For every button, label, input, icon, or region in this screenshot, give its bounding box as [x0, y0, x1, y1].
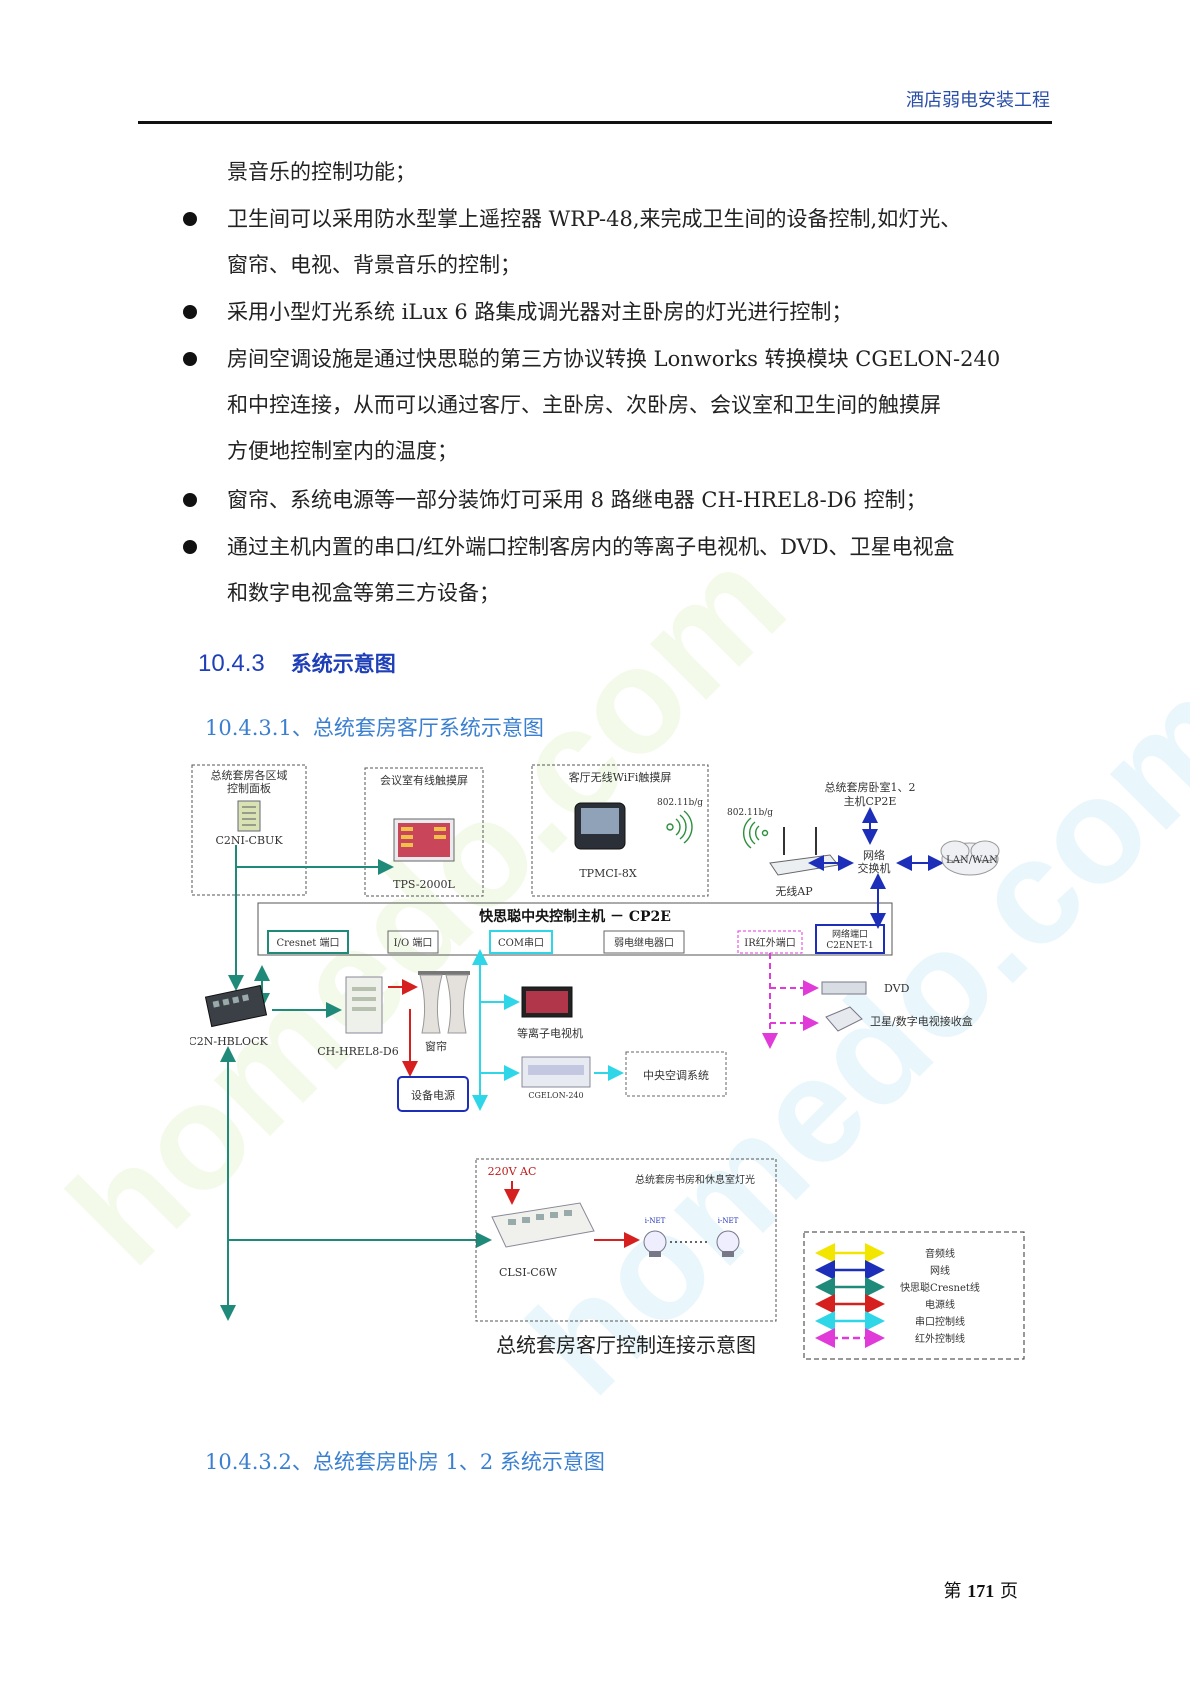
port-cresnet	[267, 930, 349, 954]
wifi-box-label: 客厅无线WiFi触摸屏	[569, 770, 672, 784]
main-host	[257, 902, 893, 956]
cloud-icon	[940, 840, 1000, 876]
port-cresnet-label: Cresnet 端口	[276, 936, 339, 949]
legend-label: 红外控制线	[915, 1332, 965, 1345]
port-io	[387, 930, 439, 954]
study-lights-box	[475, 1158, 777, 1322]
ap-waves-icon	[742, 817, 769, 849]
port-relay	[603, 930, 685, 954]
curtain-label: 窗帘	[425, 1039, 447, 1053]
light-bulb-icon	[643, 1230, 667, 1257]
dvd-icon	[821, 981, 867, 995]
meeting-box-label: 会议室有线触摸屏	[380, 773, 468, 787]
wifi-model: TPMCI-8X	[579, 867, 636, 880]
section-heading: 10.4.3 系统示意图	[198, 648, 396, 678]
lanwan-label: LAN/WAN	[946, 855, 998, 866]
legend-box	[803, 1231, 1025, 1360]
ac220-label: 220V AC	[488, 1165, 537, 1178]
body-line: 方便地控制室内的温度；	[227, 439, 458, 463]
port-com	[489, 930, 553, 954]
port-relay-label: 弱电继电器口	[614, 936, 674, 949]
body-line: 和中控连接，从而可以通过客厅、主卧房、次卧房、会议室和卫生间的触摸屏	[227, 393, 941, 417]
wireless-ap-icon	[769, 827, 839, 876]
panel-model: C2NI-CBUK	[215, 834, 283, 847]
header-title: 酒店弱电安装工程	[906, 90, 1050, 111]
body-line: 和数字电视盒等第三方设备；	[227, 581, 500, 605]
meeting-model: TPS-2000L	[393, 878, 455, 891]
section-title: 系统示意图	[290, 652, 396, 676]
port-ir-label: IR红外端口	[744, 936, 795, 949]
curtain-icon	[418, 971, 470, 1034]
body-line: 窗帘、电视、背景音乐的控制；	[227, 253, 521, 277]
main-host-label: 快思聪中央控制主机 － CP2E	[479, 908, 671, 925]
wifi-box	[531, 764, 709, 897]
ap-std: 802.11b/g	[727, 808, 773, 818]
system-diagram: 总统套房各区域控制面板 C2NI-CBUK 会议室有线触摸屏 TPS-2000L…	[190, 764, 1025, 1360]
legend-label: 电源线	[925, 1298, 955, 1311]
port-io-label: I/O 端口	[394, 936, 433, 949]
hblock-icon	[204, 984, 268, 1028]
ac-box	[625, 1051, 727, 1097]
bullet-icon	[183, 352, 197, 366]
bullet-icon	[183, 540, 197, 554]
legend-label: 网线	[930, 1264, 950, 1277]
dvd-label: DVD	[884, 982, 910, 995]
clsi-label: CLSI-C6W	[499, 1266, 558, 1279]
study-lights-label: 总统套房书房和休息室灯光	[635, 1173, 755, 1186]
panel-box-label: 总统套房各区域控制面板	[211, 768, 288, 795]
page-suffix: 页	[1000, 1581, 1018, 1602]
cgelon-label: CGELON-240	[528, 1091, 583, 1100]
power-box	[397, 1076, 469, 1112]
bullet-icon	[183, 305, 197, 319]
light-bulb-icon	[716, 1230, 740, 1257]
body-line: 房间空调设施是通过快思聪的第三方协议转换 Lonworks 转换模块 CGELO…	[227, 347, 1001, 371]
power-label: 设备电源	[411, 1088, 455, 1102]
page-number: 171	[967, 1581, 995, 1601]
wifi-waves-icon	[666, 810, 693, 844]
subsection-heading-1: 10.4.3.1、总统套房客厅系统示意图	[205, 716, 544, 740]
plasma-label: 等离子电视机	[517, 1026, 583, 1040]
body-line: 采用小型灯光系统 iLux 6 路集成调光器对主卧房的灯光进行控制；	[227, 300, 853, 324]
body-line: 通过主机内置的串口/红外端口控制客房内的等离子电视机、DVD、卫星电视盒	[227, 535, 955, 559]
panel-box	[191, 764, 307, 896]
ap-label: 无线AP	[775, 884, 813, 898]
header-rule	[138, 121, 1052, 124]
port-com-label: COM串口	[498, 937, 544, 949]
panel-icon	[237, 800, 261, 832]
bullet-icon	[183, 212, 197, 226]
legend-label: 音频线	[925, 1247, 955, 1260]
port-network	[815, 924, 885, 954]
inet-label-2: i-NET	[718, 1217, 739, 1225]
page-prefix: 第	[943, 1581, 962, 1602]
satbox-label: 卫星/数字电视接收盒	[870, 1014, 973, 1028]
bullet-icon	[183, 493, 197, 507]
relay-label: CH-HREL8-D6	[317, 1045, 398, 1058]
legend-label: 快思聪Cresnet线	[900, 1281, 980, 1294]
body-line: 窗帘、系统电源等一部分装饰灯可采用 8 路继电器 CH-HREL8-D6 控制；	[227, 488, 927, 512]
ac-label: 中央空调系统	[643, 1068, 709, 1082]
meeting-box	[364, 767, 484, 897]
wifi-std: 802.11b/g	[657, 798, 703, 808]
switch-label: 网络交换机	[858, 848, 891, 875]
legend-label: 串口控制线	[915, 1315, 965, 1328]
satbox-icon	[825, 1006, 863, 1032]
page-footer: 第 171 页	[944, 1577, 1018, 1603]
body-line: 景音乐的控制功能；	[227, 160, 416, 184]
body-line: 卫生间可以采用防水型掌上遥控器 WRP-48,来完成卫生间的设备控制,如灯光、	[227, 207, 962, 231]
hblock-label: C2N-HBLOCK	[190, 1035, 268, 1048]
inet-label-1: i-NET	[645, 1217, 666, 1225]
clsi-icon	[491, 1202, 595, 1248]
section-number: 10.4.3	[198, 650, 265, 677]
relay-icon	[345, 976, 383, 1034]
subsection-heading-2: 10.4.3.2、总统套房卧房 1、2 系统示意图	[205, 1450, 605, 1474]
diagram-caption: 总统套房客厅控制连接示意图	[496, 1333, 756, 1357]
